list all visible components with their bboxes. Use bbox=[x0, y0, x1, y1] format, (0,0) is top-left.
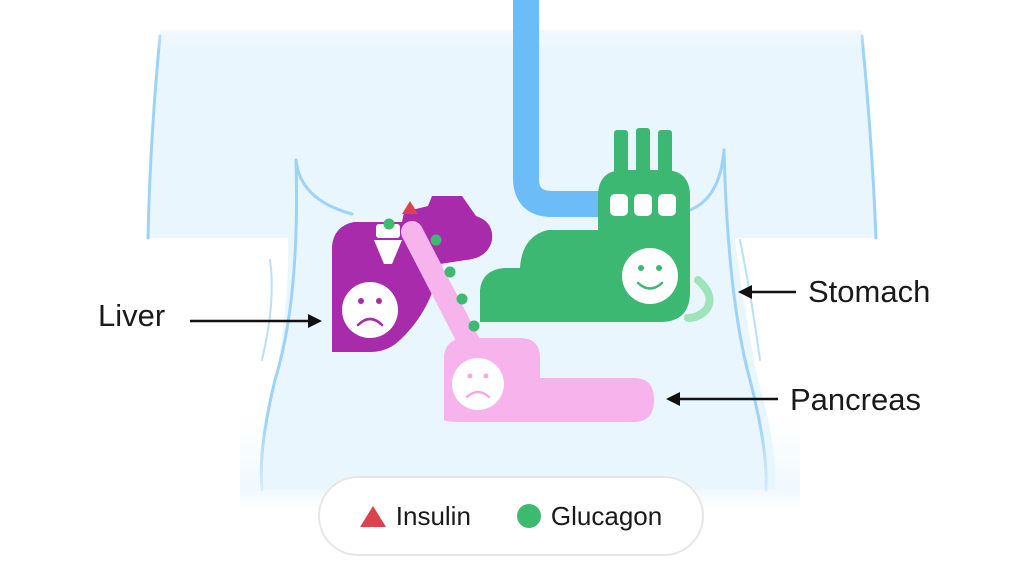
sad-face-icon bbox=[342, 282, 398, 338]
esophagus bbox=[513, 0, 612, 217]
insulin-marker bbox=[402, 201, 418, 214]
stomach-label: Stomach bbox=[808, 274, 931, 309]
pancreas-label: Pancreas bbox=[790, 382, 921, 417]
legend-label-glucagon: Glucagon bbox=[550, 500, 663, 531]
pancreas-arrow bbox=[666, 392, 778, 406]
liver-label: Liver bbox=[98, 298, 166, 333]
sad-face-icon bbox=[452, 358, 504, 410]
legend: Insulin Glucagon bbox=[318, 476, 704, 556]
stomach-arrow bbox=[738, 285, 796, 299]
liver-arrow bbox=[190, 314, 322, 328]
triangle-icon bbox=[359, 505, 386, 527]
happy-face-icon bbox=[622, 248, 678, 304]
legend-label-insulin: Insulin bbox=[395, 500, 471, 531]
legend-item-insulin: Insulin bbox=[359, 500, 471, 532]
glucagon-markers bbox=[383, 218, 480, 332]
legend-item-glucagon: Glucagon bbox=[516, 500, 663, 532]
circle-icon bbox=[516, 504, 541, 528]
